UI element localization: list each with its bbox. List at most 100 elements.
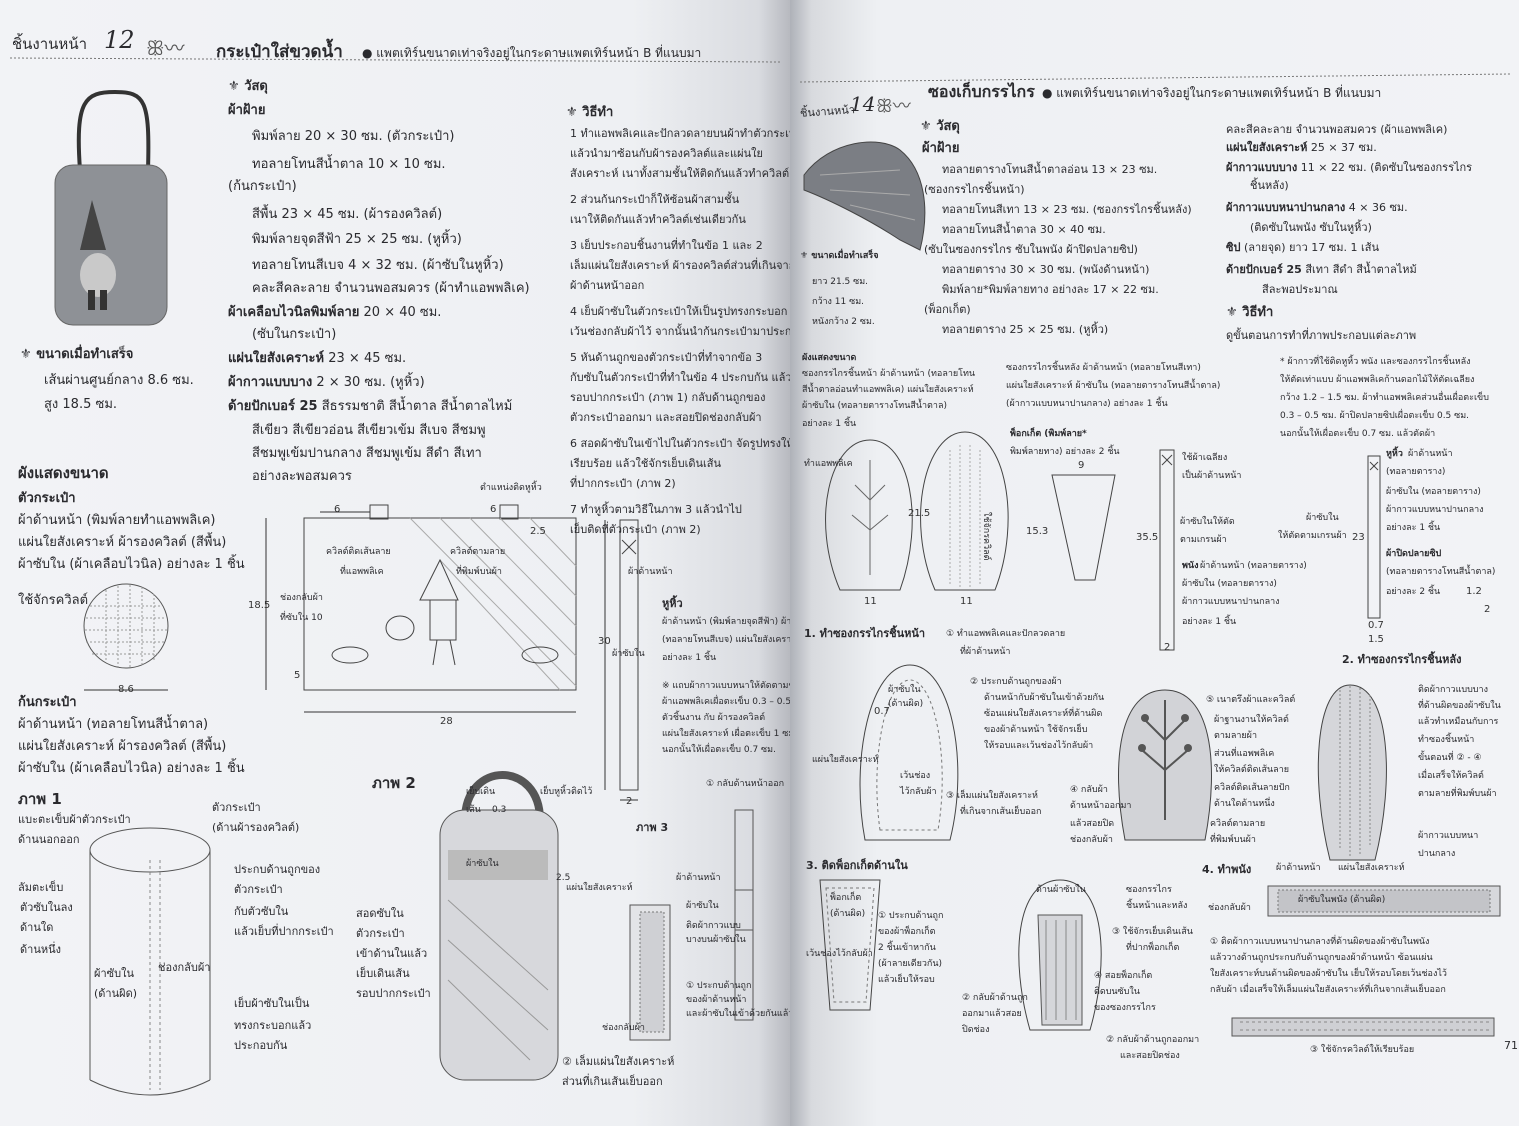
step1-text: ด้านหน้ากับผ้าซับในเข้าด้วยกัน (984, 693, 1105, 703)
cotton-heading: ผ้าฝ้าย (228, 103, 266, 118)
material-line: ทอลายโทนสีน้ำตาล 30 × 40 ซม. (942, 223, 1106, 236)
body-line: ผ้าซับใน (ผ้าเคลือบไวนิล) อย่างละ 1 ชิ้น (18, 557, 245, 572)
body-line: แผ่นใยสังเคราะห์ ผ้ารองควิลต์ (สีพื้น) (18, 535, 227, 550)
step4-text: แล้ววางด้านถูกประกบกับด้านถูกของผ้าด้านห… (1210, 953, 1433, 963)
material-line: ทอลายตาราง 25 × 25 ซม. (หูหิ้ว) (942, 323, 1109, 336)
method-step: ตัวกระเป๋าออกมา และสอยปิดช่องกลับผ้า (570, 411, 762, 424)
fig3-text: ส่วนที่เกินเส้นเย็บออก (562, 1075, 663, 1088)
method-step: รอบปากกระเป๋า (ภาพ 1) กลับด้านถูกของ (570, 391, 766, 404)
method-step: 4 เย็บผ้าซับในตัวกระเป๋าให้เป็นรูปทรงกระ… (570, 305, 788, 318)
step3-text: แล้วเย็บให้รอบ (878, 975, 935, 985)
handle-note: ตัวชิ้นงาน กับ ผ้ารองควิลต์ (662, 713, 766, 723)
bullet-icon: ● (362, 46, 377, 60)
fusible-line: ผ้ากาวแบบบาง 2 × 30 ซม. (หูหิ้ว) (228, 375, 425, 390)
thread-line: อย่างละพอสมควร (252, 469, 352, 484)
medium-fusible-line: (ติดซับในพนัง ซับในหูหิ้ว) (1250, 221, 1372, 234)
diagram-label: ที่พิมพ์บนผ้า (456, 567, 502, 577)
step3-text: ของผ้าพ็อกเก็ต (878, 927, 936, 937)
back-line: แผ่นใยสังเคราะห์ ผ้าซับใน (ทอลายตารางโทน… (1006, 381, 1221, 391)
fig3-text: บางบนผ้าซับใน (686, 935, 746, 945)
applique-text: ผ้าฐานงานให้ควิลต์ (1214, 715, 1289, 725)
step4-text: ติดบนซับใน (1094, 987, 1140, 997)
method-note: นอกนั้นให้เผื่อตะเข็บ 0.7 ซม. แล้วตัดผ้า (1280, 429, 1436, 439)
fig1-text: (ด้านผ้ารองควิลต์) (212, 821, 300, 834)
material-line: ทอลายโทนสีเบจ 4 × 32 ซม. (ผ้าซับในหูหิ้ว… (252, 258, 504, 273)
method-step: กับซับในตัวกระเป๋าที่ทำในข้อ 4 ประกบกัน … (570, 371, 790, 384)
handle-line: อย่างละ 1 ชิ้น (662, 653, 717, 663)
step1-text: แล้วสอยปิด (1070, 819, 1115, 829)
fleur-icon: ⚜ (1226, 305, 1243, 320)
fig2-text: เส้น (466, 805, 481, 815)
material-line: (ก้นกระเป๋า) (228, 179, 297, 194)
pocket-line: พ็อกเก็ต (พิมพ์ลาย* (1010, 429, 1087, 439)
materials-heading: ⚜ วัสดุ (920, 119, 960, 134)
step2-heading: 2. ทำซองกรรไกรชิ้นหลัง (1342, 653, 1462, 666)
fig2-text: เข้าด้านในแล้ว (356, 947, 428, 960)
gusset-strip-pattern (1159, 449, 1175, 651)
size-chart-heading: ผังแสดงขนาด (18, 464, 109, 482)
material-line: พิมพ์ลาย 20 × 30 ซม. (ตัวกระเป๋า) (252, 129, 455, 144)
chart-label: ให้ตัดตามเกรนผ้า (1278, 531, 1347, 541)
dim-label: 21.5 (908, 508, 931, 519)
step4-text: ① ติดผ้ากาวแบบหนาปานกลางที่ด้านผิดของผ้า… (1210, 937, 1430, 947)
step2-text: เมื่อเสร็จให้ควิลต์ (1418, 771, 1484, 781)
dim-label: 2 (1164, 642, 1171, 653)
dim-label: 28 (440, 716, 453, 727)
step3-text: (ผ้าลายเดียวกัน) (878, 959, 943, 969)
fig1-text: (ด้านผิด) (94, 987, 138, 1000)
chart-label: ผ้าซับใน (ทอลายตาราง) (1386, 487, 1481, 497)
strip-label: ผ้าซับใน (612, 649, 645, 659)
diagram-label: ที่แอพพลิเค (340, 567, 384, 577)
fig3-label: ภาพ 3 (636, 821, 669, 834)
vinyl-line: ผ้าเคลือบไวนิลพิมพ์ลาย 20 × 40 ซม. (228, 305, 442, 320)
medium-fusible-line: ผ้ากาวแบบหนาปานกลาง 4 × 36 ซม. (1226, 201, 1408, 214)
method-line: ดูขั้นตอนการทำที่ภาพประกอบแต่ละภาพ (1226, 329, 1417, 342)
fig1-text: ตัวกระเป๋า (234, 883, 283, 896)
step3-text: ออกมาแล้วสอย (962, 1009, 1022, 1019)
dim-label: 5 (294, 670, 301, 681)
handle-note: ผ้าแอพพลิเคเผื่อตะเข็บ 0.3 – 0.5 ซม. (662, 697, 790, 707)
cotton-heading: ผ้าฝ้าย (922, 141, 960, 156)
step2-text: ติดผ้ากาวแบบบาง (1418, 685, 1488, 695)
bottom-line: ผ้าซับใน (ผ้าเคลือบไวนิล) อย่างละ 1 ชิ้น (18, 761, 245, 776)
step4-text: ผ้าซับในพนัง (ด้านผิด) (1298, 895, 1386, 905)
fig1-text: ด้านใด (20, 921, 54, 934)
dim-label: 18.5 (248, 600, 271, 611)
fig2-text: ตัวกระเป๋า (356, 927, 405, 940)
step4-text: และสอยปิดช่อง (1120, 1051, 1180, 1061)
diagram-label: ควิลต์ติดเส้นลาย (326, 547, 391, 557)
method-step: เว้นช่องกลับผ้าไว้ จากนั้นนำก้นกระเป๋ามา… (570, 325, 790, 338)
body-line: ผ้าด้านหน้า (พิมพ์ลายทำแอพพลิเค) (18, 513, 216, 528)
body-pattern-diagram (265, 504, 577, 713)
fig1-text: กับตัวซับใน (234, 905, 289, 918)
material-line: ทอลายโทนสีน้ำตาล 10 × 10 ซม. (252, 157, 446, 172)
fig1-text: ลัมตะเข็บ (18, 881, 64, 894)
back-line: ซองกรรไกรชิ้นหลัง ผ้าด้านหน้า (ทอลายโทนส… (1006, 363, 1201, 373)
materials-heading: ⚜ วัสดุ (228, 79, 268, 94)
step1-text: 0.7 (874, 706, 890, 717)
body-heading: ตัวกระเป๋า (18, 491, 76, 506)
step1-text: ที่ผ้าด้านหน้า (960, 647, 1011, 657)
step3-text: ① ประกบด้านถูก (878, 911, 944, 921)
dim-label: 6 (490, 504, 497, 515)
step1-heading: 1. ทำซองกรรไกรชิ้นหน้า (804, 627, 926, 640)
chart-label: อย่างละ 1 ชิ้น (1386, 523, 1441, 533)
step3-heading: 3. ติดพ็อกเก็ตด้านใน (806, 859, 908, 872)
chart-label: หูหิ้ว (1386, 449, 1403, 459)
thin-fusible-line: ชิ้นหลัง) (1250, 179, 1289, 192)
thread-line: ด้ายปักเบอร์ 25 สีธรรมชาติ สีน้ำตาล สีน้… (228, 399, 513, 414)
back-case-pattern (920, 431, 1009, 591)
step1-text: ซ้อนแผ่นใยสังเคราะห์ที่ด้านผิด (984, 709, 1103, 719)
material-line: (พ็อกเก็ต) (924, 303, 971, 316)
quilt-label: ใช้จักรควิลต์ (18, 593, 89, 608)
chart-label: ใช้จักรควิลต์ (981, 512, 991, 561)
fig1-text: ด้านหนึ่ง (20, 943, 61, 956)
applique-text: ⑤ เนาตรึงผ้าและควิลต์ (1206, 695, 1296, 705)
fig1-text: ตัวกระเป๋า (212, 801, 261, 814)
diagram-label: ควิลต์ตามลาย (450, 547, 506, 557)
chart-label: ผ้าซับในให้ตัด (1180, 517, 1235, 527)
step4-text: แผ่นใยสังเคราะห์ (1338, 863, 1405, 873)
step1-text: ④ กลับผ้า (1070, 785, 1108, 795)
material-line: พิมพ์ลายจุดสีฟ้า 25 × 25 ซม. (หูหิ้ว) (252, 232, 462, 247)
step2-text: ที่ด้านผิดของผ้าซับใน (1418, 701, 1501, 711)
